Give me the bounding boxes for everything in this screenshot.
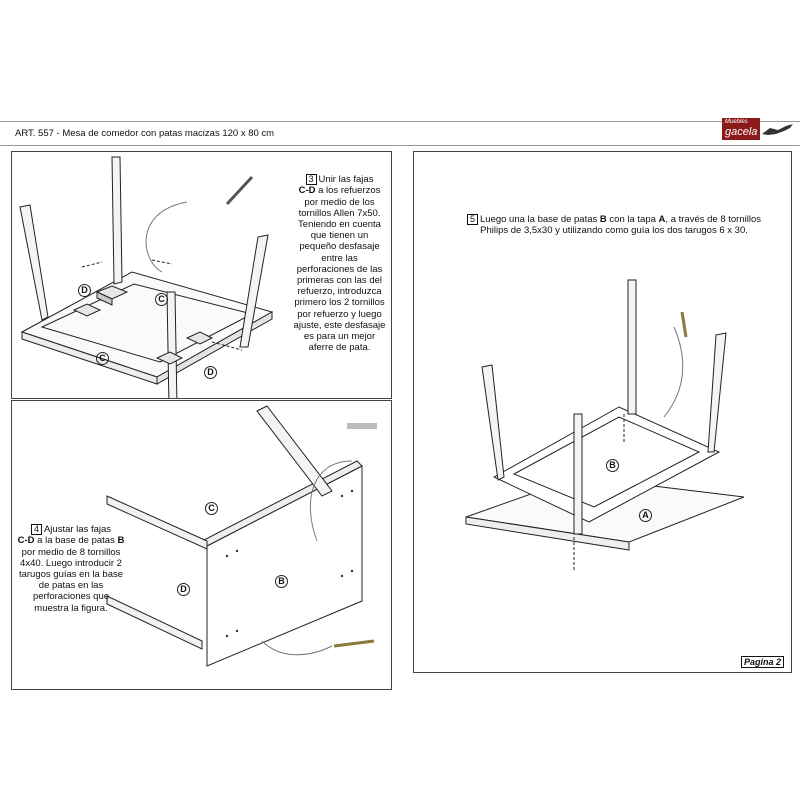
label-b-step4: B [275, 575, 288, 588]
logo-small-text: Muebles [725, 119, 748, 125]
logo-name: gacela [725, 126, 758, 138]
step3-number: 3 [305, 174, 317, 186]
step5-text-c: , a través de 8 tornillos Philips de 3,5… [480, 214, 761, 237]
step4-illustration [106, 405, 377, 667]
step3-bold-parts: C-D [298, 185, 316, 197]
label-d-step3: D [78, 284, 91, 297]
step5-text-b: con la tapa [609, 214, 656, 226]
step4-bold-parts: C-D [17, 535, 35, 547]
step4-text-c: por medio de 8 tornillos 4x40. Luego int… [18, 546, 124, 614]
step3-text-b: a los refuerzos por medio de los tornill… [293, 185, 386, 354]
step4-text-b: a la base de patas [37, 535, 115, 547]
step3-illustration [19, 156, 274, 398]
brand-logo: Muebles gacela [722, 118, 798, 144]
page-label: Pagina 2 [741, 656, 785, 668]
step5-illustration [465, 279, 745, 572]
step5-text-a: Luego una la base de patas [480, 214, 598, 226]
header-bottom-rule [0, 145, 800, 146]
step4-bold-b: B [117, 535, 125, 547]
label-b-step5: B [606, 459, 619, 472]
step5-number: 5 [466, 214, 478, 226]
label-c-step4: C [205, 502, 218, 515]
step3-text-a: Unir las fajas [318, 174, 374, 186]
label-a-step5: A [639, 509, 652, 522]
label-d-step4: D [177, 583, 190, 596]
step4-text-a: Ajustar las fajas [43, 524, 112, 536]
step4-number: 4 [30, 524, 42, 536]
step5-bold-a: B [599, 214, 607, 226]
header-top-rule [0, 121, 800, 122]
label-d-step3-front: D [204, 366, 217, 379]
logo-badge: Muebles gacela [722, 118, 760, 140]
gazelle-icon [762, 124, 793, 135]
label-c-step3-front: C [96, 352, 109, 365]
label-c-step3-right: C [155, 293, 168, 306]
step5-bold-b: A [658, 214, 666, 226]
document-title: ART. 557 - Mesa de comedor con patas mac… [15, 128, 275, 139]
